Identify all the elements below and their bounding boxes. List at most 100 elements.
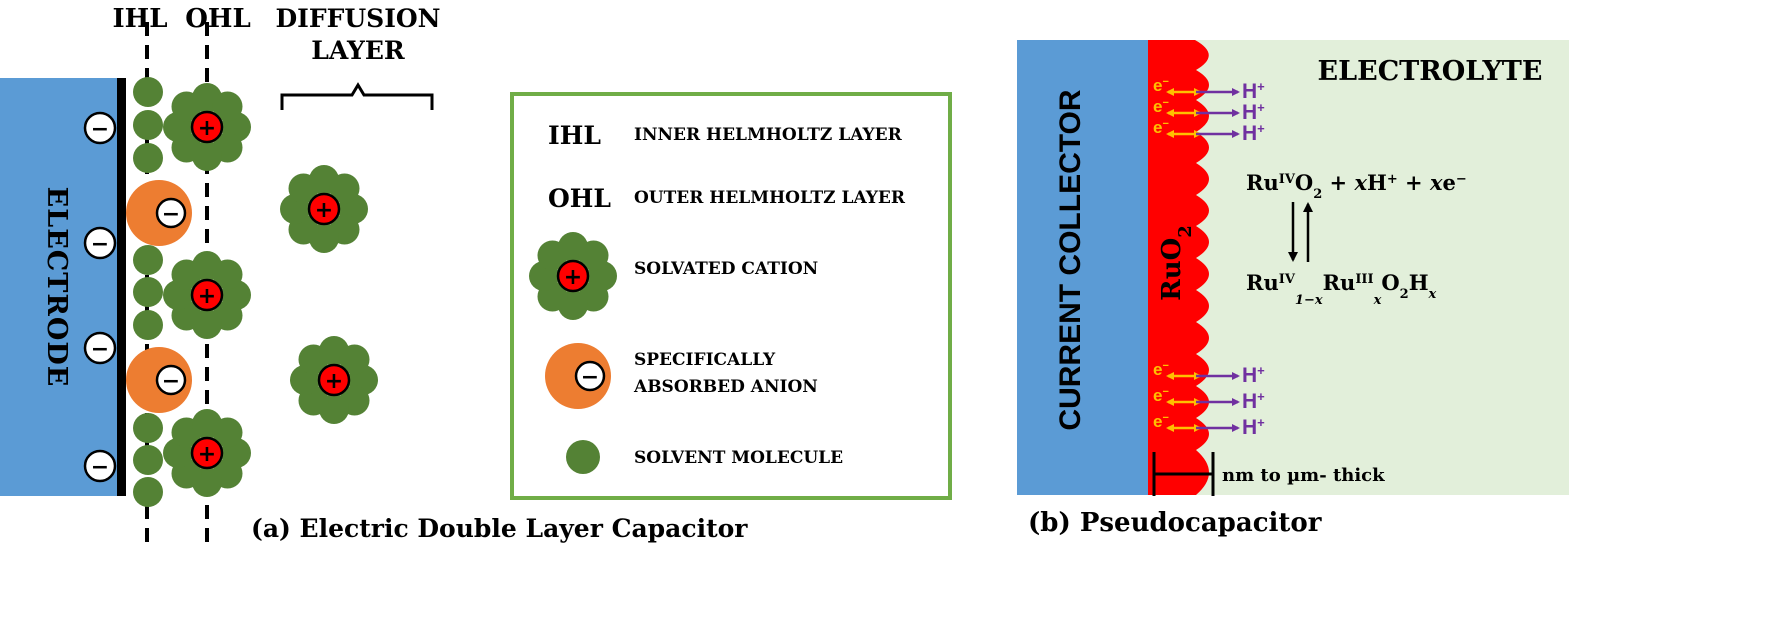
- svg-text:+: +: [198, 442, 216, 467]
- thickness-label: nm to µm- thick: [1222, 465, 1385, 486]
- svg-text:−: −: [91, 232, 109, 257]
- legend-ohl-abbr: OHL: [548, 184, 611, 213]
- panel-a: ELECTRODE − − − − IHL OHL DIFFUSION LAYER −…: [0, 4, 952, 548]
- electrode-negative-charge: −: [83, 331, 117, 365]
- electrode-negative-charge: −: [83, 449, 117, 483]
- collector-label: CURRENT COLLECTOR: [1054, 89, 1087, 430]
- proton-label: H+: [1242, 389, 1265, 414]
- svg-text:−: −: [91, 337, 109, 362]
- panel-a-caption: (a) Electric Double Layer Capacitor: [251, 514, 748, 543]
- charge-transfer-row: e− H+: [1153, 76, 1265, 103]
- charge-transfer-row: e− H+: [1153, 412, 1265, 439]
- solvent-molecule: [212, 91, 243, 122]
- electrode-charges: − − − −: [83, 111, 117, 483]
- electron-label: e−: [1153, 360, 1169, 379]
- legend-ihl-abbr: IHL: [548, 121, 601, 150]
- solvent-molecule: [212, 417, 243, 448]
- legend-solvent-text: SOLVENT MOLECULE: [634, 448, 843, 468]
- solvent-molecule: [133, 110, 163, 140]
- svg-text:+: +: [198, 284, 216, 309]
- svg-text:+: +: [198, 116, 216, 141]
- cation-icon: +: [190, 278, 224, 312]
- proton-label: H+: [1242, 363, 1265, 388]
- charge-transfer-arrows: e− H+ e− H+ e− H+ e− H+ e− H+ e− H+: [1153, 76, 1265, 439]
- solvent-molecule: [578, 240, 609, 271]
- solvent-molecule: [133, 277, 163, 307]
- charge-transfer-row: e− H+: [1153, 118, 1265, 145]
- proton-label: H+: [1242, 100, 1265, 125]
- anion-icon: −: [155, 197, 187, 229]
- specifically-adsorbed-anion: −: [545, 343, 611, 409]
- legend-cation-icon: +: [529, 232, 617, 320]
- ihl-label: IHL: [112, 4, 167, 34]
- solvated-cation: +: [529, 232, 617, 320]
- svg-text:−: −: [162, 369, 180, 394]
- solvated-cation: +: [163, 409, 251, 497]
- solvent-molecule: [339, 344, 370, 375]
- legend-ihl-text: INNER HELMHOLTZ LAYER: [634, 125, 903, 145]
- diffusion-brace: [280, 82, 434, 110]
- electrolyte-label: ELECTROLYTE: [1318, 56, 1543, 87]
- charge-transfer-row: e− H+: [1153, 386, 1265, 413]
- specifically-adsorbed-anion: −: [126, 180, 192, 246]
- solvent-molecule: [133, 413, 163, 443]
- solvent-molecule: [133, 143, 163, 173]
- svg-text:−: −: [91, 117, 109, 142]
- diffusion-label-line2: LAYER: [311, 36, 405, 65]
- electrode-label: ELECTRODE: [41, 187, 72, 388]
- specifically-adsorbed-anion: −: [126, 347, 192, 413]
- ohl-label: OHL: [185, 4, 251, 34]
- legend-cation-text: SOLVATED CATION: [634, 259, 818, 279]
- electron-label: e−: [1153, 412, 1169, 431]
- panel-b: CURRENT COLLECTOR RuO2 ELECTROLYTE e−H+e…: [1017, 40, 1569, 538]
- solvent-molecule: [212, 259, 243, 290]
- cation-icon: +: [190, 436, 224, 470]
- cation-icon: +: [307, 192, 341, 226]
- solvent-molecule: [133, 477, 163, 507]
- svg-text:−: −: [581, 365, 599, 390]
- reaction-top: RuIVO2 + xH+ + xe−: [1246, 170, 1467, 202]
- cation-icon: +: [317, 363, 351, 397]
- solvent-molecule: [133, 77, 163, 107]
- proton-label: H+: [1242, 79, 1265, 104]
- electrode-negative-charge: −: [83, 111, 117, 145]
- proton-label: H+: [1242, 415, 1265, 440]
- electron-label: e−: [1153, 386, 1169, 405]
- solvated-cation: +: [280, 165, 368, 253]
- electron-label: e−: [1153, 118, 1169, 137]
- reaction-bottom: RuIV1−xRuIIIxO2Hx: [1246, 270, 1437, 308]
- legend-solvent-icon: [566, 440, 600, 474]
- charge-transfer-row: e− H+: [1153, 97, 1265, 124]
- diffusion-label-line1: DIFFUSION: [275, 4, 440, 33]
- solvated-cation: +: [290, 336, 378, 424]
- cation-icon: +: [190, 110, 224, 144]
- solvent-molecule: [133, 445, 163, 475]
- legend-anion-text-1: SPECIFICALLY: [634, 350, 776, 370]
- electron-label: e−: [1153, 76, 1169, 95]
- electrode-negative-charge: −: [83, 226, 117, 260]
- ruo2-layer: [1148, 40, 1209, 495]
- legend-ohl-text: OUTER HELMHOLTZ LAYER: [634, 188, 906, 208]
- double-layer-particles: − − + + + + +: [126, 77, 378, 507]
- anion-icon: −: [155, 364, 187, 396]
- ruo2-label: RuO2: [1157, 225, 1196, 301]
- solvent-molecule: [133, 245, 163, 275]
- proton-label: H+: [1242, 121, 1265, 146]
- solvent-molecule: [329, 173, 360, 204]
- current-collector: [1017, 40, 1154, 495]
- cation-icon: +: [556, 259, 590, 293]
- svg-text:−: −: [162, 202, 180, 227]
- charge-transfer-row: e− H+: [1153, 360, 1265, 387]
- solvated-cation: +: [163, 83, 251, 171]
- solvated-cation: +: [163, 251, 251, 339]
- anion-icon: −: [574, 360, 606, 392]
- panel-b-caption: (b) Pseudocapacitor: [1028, 508, 1322, 538]
- electrode-block: [0, 78, 125, 496]
- legend-anion-icon: −: [545, 343, 611, 409]
- solvent-molecule: [133, 310, 163, 340]
- legend-anion-text-2: ABSORBED ANION: [633, 377, 818, 397]
- electron-label: e−: [1153, 97, 1169, 116]
- svg-text:+: +: [315, 198, 333, 223]
- svg-text:+: +: [564, 265, 582, 290]
